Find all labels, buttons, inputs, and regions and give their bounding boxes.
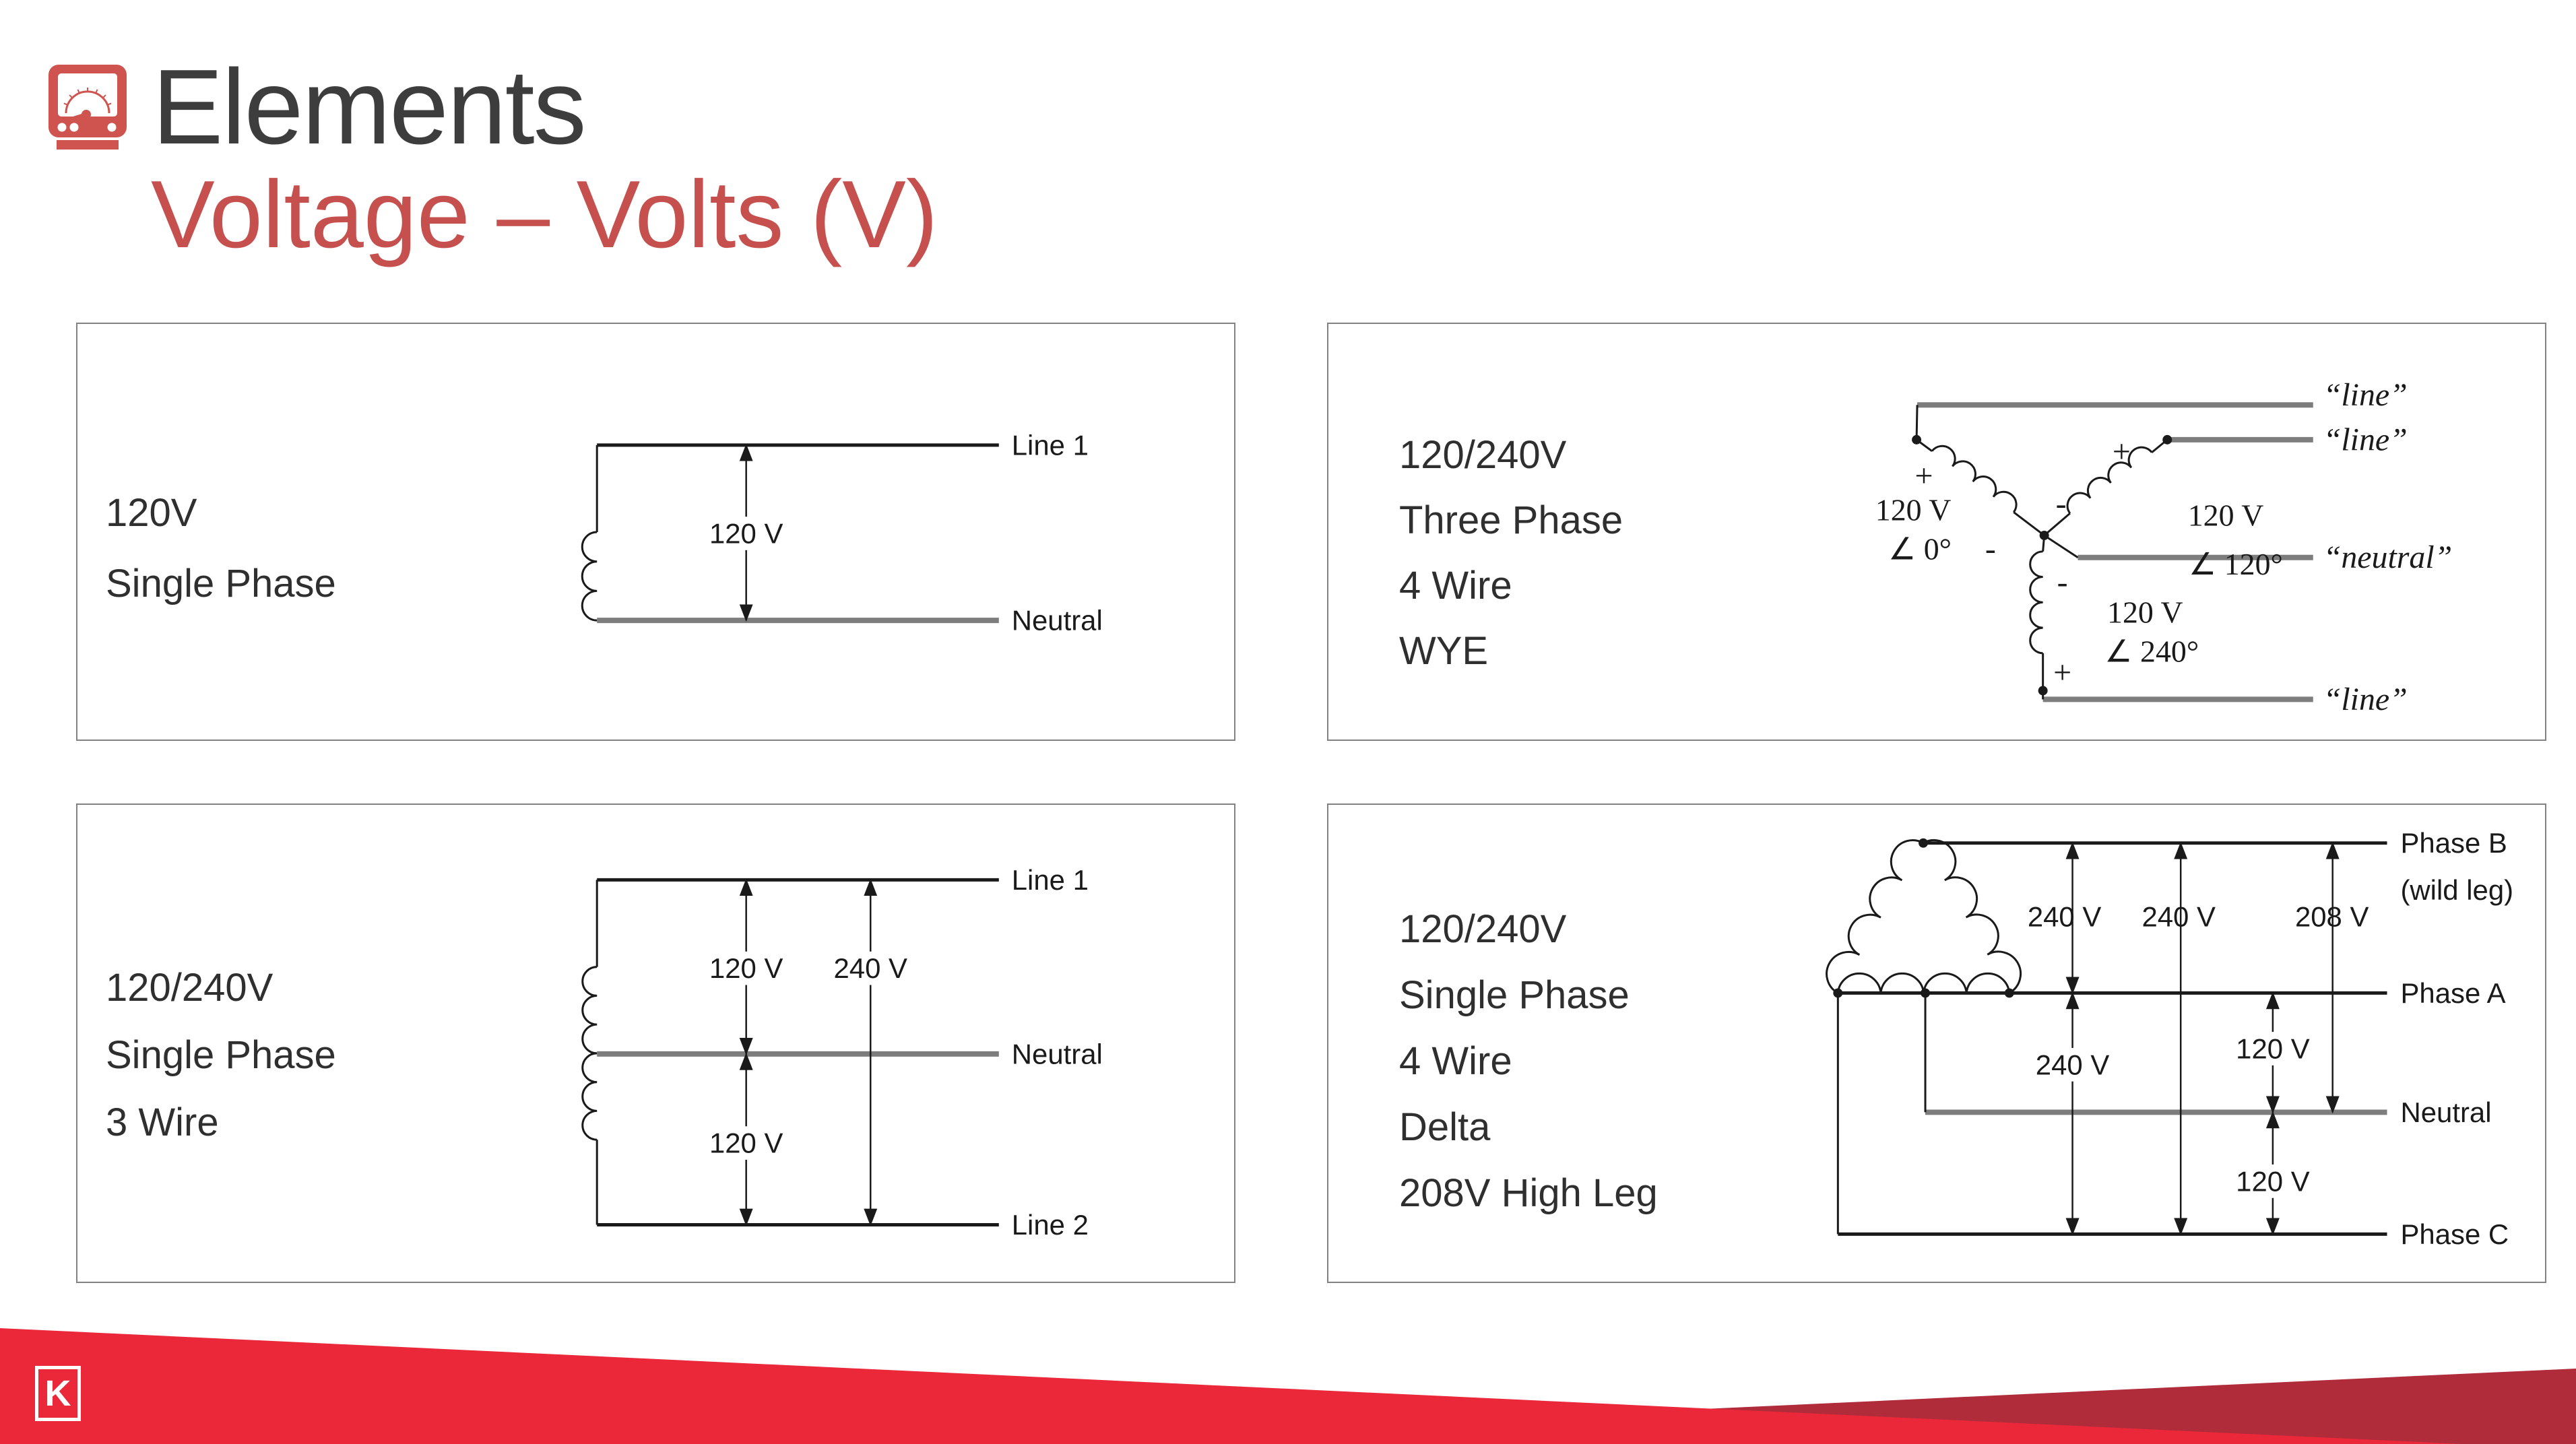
meter-dot [57, 123, 67, 132]
delta-coil-left [1826, 839, 1924, 994]
meter-dot [107, 123, 117, 132]
panel-description: 120V Single Phase [106, 478, 336, 619]
circuit-diagram-delta: 240 V 240 V 208 V 240 V 120 V 120 V Phas… [1826, 827, 2513, 1250]
voltmeter-screen [58, 73, 117, 117]
wire-label: Neutral [2400, 1096, 2491, 1128]
description-line: Single Phase [106, 562, 336, 605]
polarity-sign: - [2056, 486, 2067, 522]
brand-logo: K [35, 1366, 81, 1421]
wire-label: Phase A [2400, 977, 2505, 1009]
footer-ribbon [0, 1328, 2576, 1444]
panel-split-phase-3wire: 120/240V Single Phase 3 Wire 120 V 240 V… [76, 803, 1235, 1283]
connection-node-dot [2039, 531, 2049, 540]
wire-label: Neutral [1012, 1038, 1103, 1070]
delta-coil-right [1923, 839, 2022, 994]
voltage-label: 120 V [709, 1127, 783, 1159]
panel-description: 120/240V Three Phase 4 Wire WYE [1399, 422, 1623, 684]
voltage-label: 240 V [834, 952, 908, 984]
wire-label: “line” [2323, 682, 2408, 717]
panel-description: 120/240V Single Phase 3 Wire [106, 954, 336, 1156]
circuit-diagram-split-phase: 120 V 240 V 120 V Line 1 Neutral Line 2 [581, 864, 1103, 1241]
wire-label: “line” [2323, 377, 2408, 413]
wire-label: Neutral [1012, 605, 1103, 636]
panel-120v-single-phase: 120V Single Phase 120 V Line 1 Neutral [76, 323, 1235, 741]
voltage-label: 120 V [709, 952, 783, 984]
description-line: 3 Wire [106, 1101, 219, 1144]
connection-node-dot [2038, 686, 2048, 696]
voltmeter-base [57, 140, 119, 150]
gauge-pivot [82, 110, 91, 119]
gauge-ticks [63, 88, 112, 106]
wire-label: “line” [2323, 422, 2408, 457]
coil-winding [581, 531, 598, 622]
voltmeter-icon [49, 65, 127, 150]
coil-winding [2066, 446, 2153, 515]
connection-node-dot [2162, 434, 2172, 445]
page-subtitle: Voltage – Volts (V) [151, 161, 938, 268]
description-line: WYE [1399, 629, 1489, 673]
polarity-sign: - [1985, 531, 1996, 566]
description-line: 120/240V [1399, 907, 1567, 951]
wire-label: “neutral” [2323, 539, 2453, 575]
coil-voltage-label: 120 V [1875, 493, 1952, 527]
voltage-label: 208 V [2295, 901, 2369, 933]
meter-dot [69, 123, 79, 132]
panel-description: 120/240V Single Phase 4 Wire Delta 208V … [1399, 896, 1658, 1226]
coil-winding [2029, 550, 2043, 655]
polarity-sign: + [1915, 458, 1933, 494]
coil-winding [1931, 445, 2018, 513]
coil-lead [2013, 511, 2045, 537]
polarity-sign: + [2053, 655, 2071, 690]
neutral-tap [2043, 534, 2079, 558]
footer-red-band [0, 1328, 2462, 1444]
brand-logo-letter: K [44, 1373, 71, 1414]
voltage-label: 240 V [2028, 901, 2102, 933]
wire-label: (wild leg) [2400, 874, 2513, 906]
polarity-sign: - [2057, 564, 2068, 600]
description-line: 120/240V [106, 966, 273, 1010]
connection-node-dot [1912, 434, 1922, 445]
connection-node-dot [1919, 838, 1929, 848]
coil-voltage-label: 120 V [2188, 498, 2264, 533]
description-line: Delta [1399, 1105, 1491, 1149]
circuit-diagram-wye: + - + - - + 120 V ∠ 0° 120 V ∠ 120° 120 … [1875, 377, 2453, 717]
description-line: Single Phase [1399, 973, 1630, 1017]
voltage-label: 240 V [2036, 1049, 2110, 1080]
page-title: Elements [152, 48, 587, 166]
description-line: 208V High Leg [1399, 1171, 1658, 1215]
voltage-label: 120 V [2236, 1165, 2310, 1197]
voltage-label: 240 V [2142, 901, 2216, 933]
connection-node-dot [2004, 988, 2014, 998]
connection-node-dot [1833, 988, 1843, 998]
voltage-label: 120 V [2236, 1032, 2310, 1064]
coil-lead [2043, 513, 2071, 537]
description-line: 4 Wire [1399, 564, 1512, 608]
wire-label: Phase B [2400, 827, 2507, 859]
wire-label: Line 1 [1012, 864, 1089, 896]
panel-three-phase-wye: 120/240V Three Phase 4 Wire WYE + - + [1327, 323, 2546, 741]
coil-winding [581, 966, 598, 1141]
description-line: 120V [106, 491, 197, 535]
wire-label: Line 1 [1012, 429, 1089, 461]
voltage-label: 120 V [709, 518, 783, 550]
description-line: 120/240V [1399, 433, 1567, 477]
circuit-diagram-single-phase: 120 V Line 1 Neutral [581, 429, 1103, 636]
polarity-sign: + [2113, 434, 2131, 469]
coil-angle-label: ∠ 120° [2189, 547, 2283, 581]
wire-label: Phase C [2400, 1218, 2509, 1250]
description-line: Three Phase [1399, 498, 1623, 542]
description-line: Single Phase [106, 1033, 336, 1077]
description-line: 4 Wire [1399, 1039, 1512, 1083]
wire-label: Line 2 [1012, 1209, 1089, 1241]
connection-node-dot [1921, 988, 1931, 998]
coil-angle-label: ∠ 240° [2104, 634, 2199, 668]
coil-angle-label: ∠ 0° [1888, 531, 1952, 566]
panel-high-leg-delta: 120/240V Single Phase 4 Wire Delta 208V … [1327, 803, 2546, 1283]
coil-voltage-label: 120 V [2107, 595, 2183, 630]
